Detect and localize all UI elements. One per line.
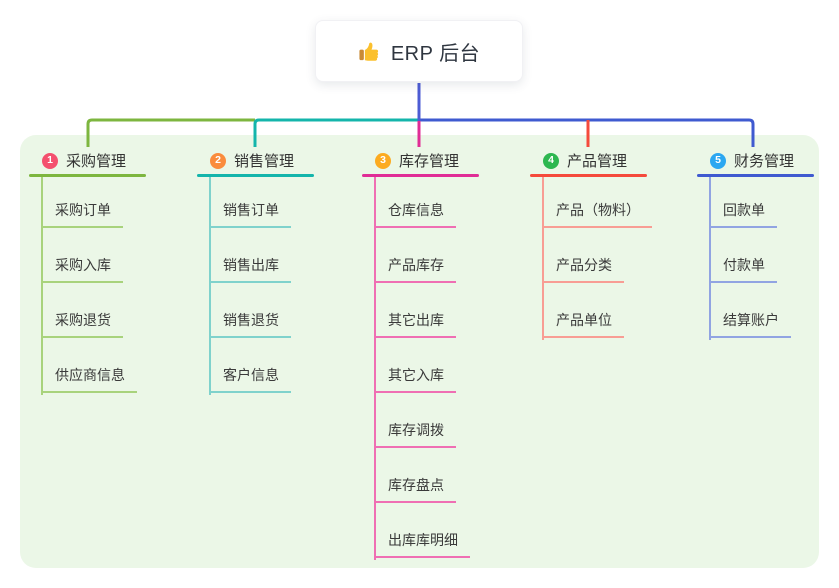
- branch-underline: [697, 174, 814, 177]
- branch-number-badge: 5: [710, 152, 726, 169]
- branch-children: 产品（物料） 产品分类 产品单位: [530, 173, 700, 338]
- child-row: 其它出库: [374, 283, 532, 338]
- branch-number-badge: 2: [210, 152, 226, 169]
- branch-number-badge: 4: [543, 152, 559, 169]
- child-row: 产品库存: [374, 228, 532, 283]
- branch-underline: [530, 174, 647, 177]
- branch-number: 3: [380, 154, 386, 167]
- child-row: 付款单: [709, 228, 839, 283]
- branch-spine-line: [709, 177, 711, 340]
- branch: 5 财务管理 回款单 付款单 结算账户: [697, 146, 839, 340]
- branch-number: 1: [47, 154, 53, 167]
- branch-label: 销售管理: [234, 153, 295, 170]
- child-row: 产品（物料）: [542, 173, 700, 228]
- branch-title[interactable]: 2 销售管理: [197, 146, 367, 177]
- child-row: 销售出库: [209, 228, 367, 283]
- branch-spine-line: [41, 177, 43, 395]
- child-row: 库存盘点: [374, 448, 532, 503]
- branch-children: 仓库信息 产品库存 其它出库 其它入库 库存调拨 库存盘点 出库库明细: [362, 173, 532, 558]
- child-node[interactable]: 客户信息: [209, 365, 291, 393]
- branch-spine-line: [374, 177, 376, 560]
- child-node[interactable]: 产品单位: [542, 310, 624, 338]
- branch-children: 采购订单 采购入库 采购退货 供应商信息: [29, 173, 199, 393]
- branch-title[interactable]: 5 财务管理: [697, 146, 839, 177]
- child-node[interactable]: 库存调拨: [374, 420, 456, 448]
- child-node[interactable]: 供应商信息: [41, 365, 137, 393]
- child-node[interactable]: 采购退货: [41, 310, 123, 338]
- branch: 3 库存管理 仓库信息 产品库存 其它出库 其它入库 库存调拨 库存盘点 出库库…: [362, 146, 532, 560]
- child-node[interactable]: 采购订单: [41, 200, 123, 228]
- branch-label: 库存管理: [399, 153, 460, 170]
- branch-number-badge: 1: [42, 152, 58, 169]
- child-row: 回款单: [709, 173, 839, 228]
- child-row: 销售订单: [209, 173, 367, 228]
- branch-title[interactable]: 4 产品管理: [530, 146, 700, 177]
- child-row: 采购订单: [41, 173, 199, 228]
- branch-number: 5: [715, 154, 721, 167]
- branch-number: 2: [215, 154, 221, 167]
- branch-title[interactable]: 3 库存管理: [362, 146, 532, 177]
- root-node[interactable]: ERP 后台: [315, 20, 523, 82]
- child-node[interactable]: 其它入库: [374, 365, 456, 393]
- branch: 1 采购管理 采购订单 采购入库 采购退货 供应商信息: [29, 146, 199, 395]
- branch: 2 销售管理 销售订单 销售出库 销售退货 客户信息: [197, 146, 367, 395]
- branch-spine-line: [542, 177, 544, 340]
- child-row: 采购退货: [41, 283, 199, 338]
- branch: 4 产品管理 产品（物料） 产品分类 产品单位: [530, 146, 700, 340]
- child-node[interactable]: 仓库信息: [374, 200, 456, 228]
- child-row: 采购入库: [41, 228, 199, 283]
- child-row: 产品分类: [542, 228, 700, 283]
- child-node[interactable]: 回款单: [709, 200, 777, 228]
- branch-children: 回款单 付款单 结算账户: [697, 173, 839, 338]
- child-node[interactable]: 产品分类: [542, 255, 624, 283]
- child-node[interactable]: 其它出库: [374, 310, 456, 338]
- branch-underline: [197, 174, 314, 177]
- child-node[interactable]: 产品（物料）: [542, 200, 652, 228]
- child-node[interactable]: 销售订单: [209, 200, 291, 228]
- branch-label: 产品管理: [567, 153, 628, 170]
- branch-title[interactable]: 1 采购管理: [29, 146, 199, 177]
- child-row: 库存调拨: [374, 393, 532, 448]
- branch-number-badge: 3: [375, 152, 391, 169]
- child-row: 结算账户: [709, 283, 839, 338]
- branch-children: 销售订单 销售出库 销售退货 客户信息: [197, 173, 367, 393]
- child-row: 产品单位: [542, 283, 700, 338]
- branch-underline: [362, 174, 479, 177]
- child-node[interactable]: 结算账户: [709, 310, 791, 338]
- branch-number: 4: [548, 154, 554, 167]
- branch-label: 采购管理: [66, 153, 127, 170]
- branch-underline: [29, 174, 146, 177]
- child-row: 其它入库: [374, 338, 532, 393]
- child-row: 销售退货: [209, 283, 367, 338]
- root-node-label: ERP 后台: [390, 42, 481, 65]
- branch-spine-line: [209, 177, 211, 395]
- child-node[interactable]: 销售退货: [209, 310, 291, 338]
- child-node[interactable]: 出库库明细: [374, 530, 470, 558]
- child-row: 出库库明细: [374, 503, 532, 558]
- child-row: 供应商信息: [41, 338, 199, 393]
- child-node[interactable]: 产品库存: [374, 255, 456, 283]
- mindmap-canvas-panel: [20, 135, 819, 568]
- child-row: 客户信息: [209, 338, 367, 393]
- child-node[interactable]: 库存盘点: [374, 475, 456, 503]
- child-node[interactable]: 采购入库: [41, 255, 123, 283]
- thumbs-up-icon: [358, 40, 381, 63]
- child-node[interactable]: 销售出库: [209, 255, 291, 283]
- branch-label: 财务管理: [734, 153, 795, 170]
- child-row: 仓库信息: [374, 173, 532, 228]
- child-node[interactable]: 付款单: [709, 255, 777, 283]
